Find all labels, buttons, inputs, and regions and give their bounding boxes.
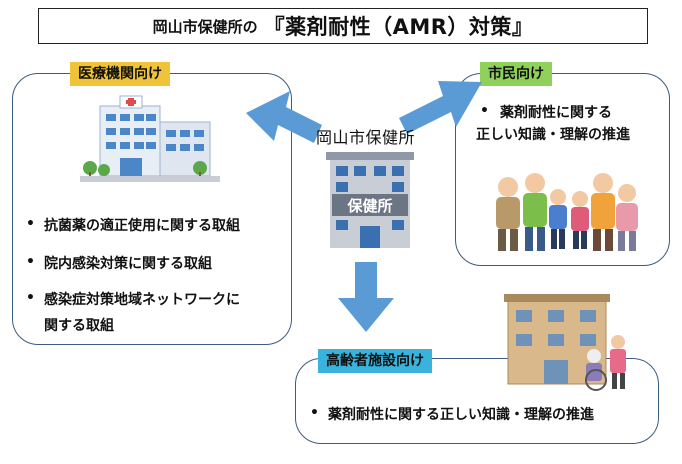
citizens-item: 薬剤耐性に関する (500, 105, 612, 121)
citizens-tag: 市民向け (480, 62, 552, 86)
arrow-to-medical (246, 91, 322, 143)
medical-item: 抗菌薬の適正使用に関する取組 (44, 218, 240, 234)
medical-item: 感染症対策地域ネットワークに (44, 292, 240, 308)
care-facility-illustration (504, 294, 626, 391)
arrow-to-elderly (338, 262, 394, 332)
elderly-tag: 高齢者施設向け (318, 349, 432, 373)
family-illustration (496, 173, 638, 251)
hospital-building-icon (80, 95, 220, 182)
medical-item: 院内感染対策に関する取組 (44, 256, 212, 272)
arrow-to-citizens (399, 81, 482, 134)
medical-tag: 医療機関向け (70, 62, 170, 86)
medical-bullet: • (26, 254, 35, 270)
title-main: 『薬剤耐性（AMR）対策』 (263, 15, 534, 39)
elderly-bullet: • (310, 405, 319, 421)
health-center-building-icon: 保健所 (326, 152, 414, 248)
center-label: 岡山市保健所 (316, 128, 416, 147)
elderly-item: 薬剤耐性に関する正しい知識・理解の推進 (328, 407, 594, 423)
citizens-item-continued: 正しい知識・理解の推進 (476, 127, 630, 143)
medical-bullet: • (26, 216, 35, 232)
medical-item-continued: 関する取組 (44, 318, 114, 334)
title-prefix: 岡山市保健所の (152, 17, 258, 36)
title-box: 岡山市保健所の 『薬剤耐性（AMR）対策』 (38, 8, 648, 44)
building-sign: 保健所 (346, 197, 392, 215)
citizens-bullet: • (480, 103, 489, 119)
medical-bullet: • (26, 290, 35, 306)
